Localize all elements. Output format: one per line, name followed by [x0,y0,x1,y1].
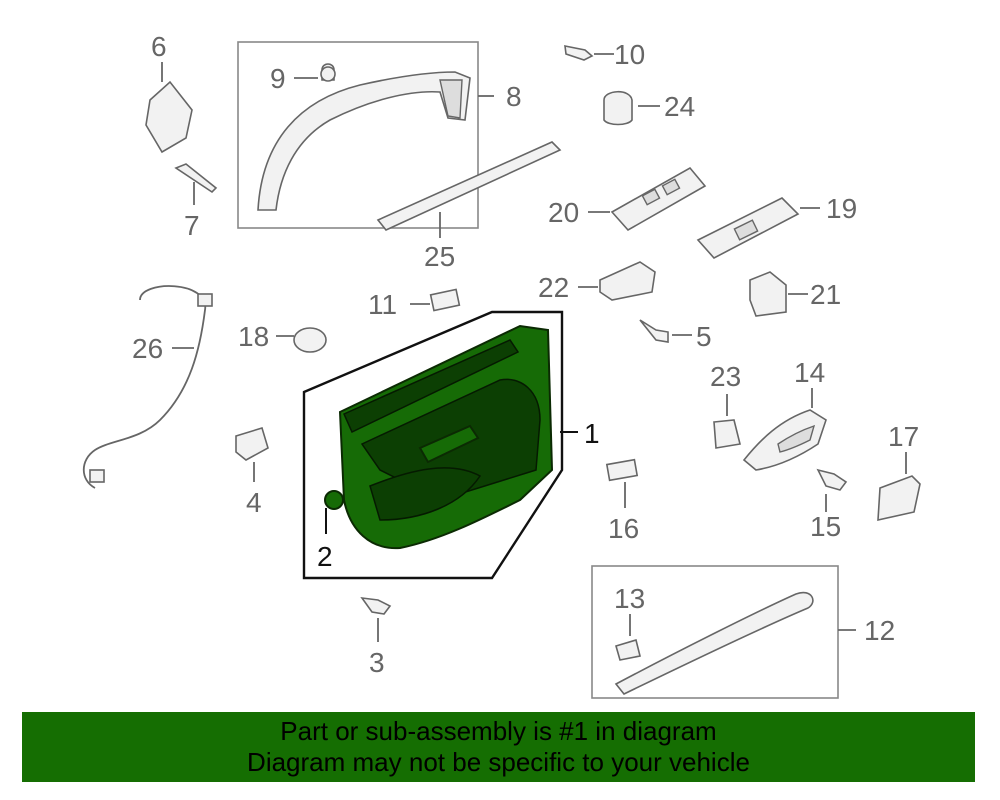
callout-2: 2 [317,541,333,572]
callout-22: 22 [538,272,569,303]
clip-24 [603,90,633,126]
group-box-belt-molding [591,565,839,699]
callout-9: 9 [270,63,286,94]
callout-17: 17 [888,421,919,452]
callout-16: 16 [608,513,639,544]
exploded-parts-diagram: 1 2 3 4 5 6 7 8 9 10 11 12 13 14 15 16 1… [82,31,921,699]
callout-15: 15 [810,511,841,542]
weatherstrip-25 [376,141,562,231]
pin-10 [564,44,594,61]
callout-14: 14 [794,357,825,388]
banner-line-2: Diagram may not be specific to your vehi… [247,747,750,777]
clip-13 [615,638,641,661]
fastener-2 [324,490,344,510]
callout-20: 20 [548,197,579,228]
callout-11: 11 [368,289,397,320]
mirror-switch-21 [749,271,787,317]
group-box-upper-trim [237,41,479,229]
callout-19: 19 [826,193,857,224]
callout-12: 12 [864,615,895,646]
harness-connector [89,469,105,483]
clip-23 [713,419,741,449]
info-banner: Part or sub-assembly is #1 in diagram Di… [22,712,975,782]
bracket-6 [145,80,193,154]
wiring-harness-26 [82,285,206,489]
callout-3: 3 [369,647,385,678]
door-panel-grip [418,424,480,464]
clip-11 [429,288,461,312]
callout-10: 10 [614,39,645,70]
harness-connector [197,293,213,307]
callout-7: 7 [184,210,200,241]
push-pin-9-head [320,66,336,82]
callout-5: 5 [696,321,712,352]
callout-24: 24 [664,91,695,122]
door-panel-pocket [369,467,482,521]
callout-8: 8 [506,81,522,112]
clip-4 [235,426,269,461]
window-switch-22 [599,261,656,301]
group-box-door-panel [302,310,564,580]
screw-3 [360,596,392,615]
callout-21: 21 [810,279,841,310]
clip-16 [605,458,639,482]
callout-25: 25 [424,241,455,272]
callout-6: 6 [151,31,167,62]
door-panel-top-edge [343,339,520,434]
banner-line-1: Part or sub-assembly is #1 in diagram [280,716,717,746]
callout-18: 18 [238,321,269,352]
screw-5 [639,319,669,343]
callout-1: 1 [584,418,600,449]
screw-7 [174,163,218,194]
screw-15 [816,468,848,491]
plug-18 [293,327,327,353]
handle-lever [777,424,816,453]
callout-23: 23 [710,361,741,392]
belt-molding-12 [614,591,814,695]
cover-17 [877,475,921,522]
upper-trim-end [439,79,463,119]
upper-trim-panel [257,71,471,211]
callout-26: 26 [132,333,163,364]
callout-4: 4 [246,487,262,518]
callout-13: 13 [614,583,645,614]
